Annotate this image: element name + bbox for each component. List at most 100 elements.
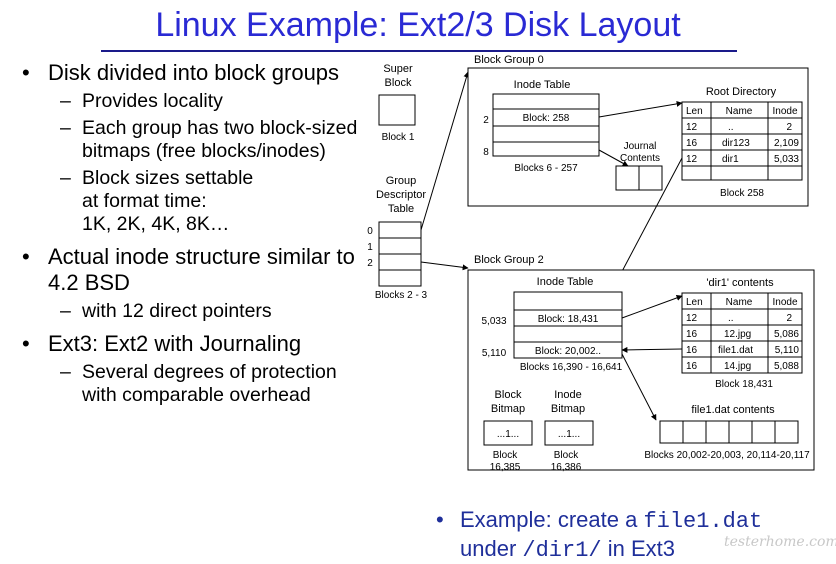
group2-entry-18431: Block: 18,431	[538, 314, 599, 325]
group0-row2-label: 2	[483, 115, 489, 126]
group2-label-5033: 5,033	[481, 316, 506, 327]
example-dir: /dir1/	[522, 538, 602, 563]
root-hdr-inode: Inode	[772, 106, 797, 117]
sub-bullet-bitmaps: Each group has two block-sized bitmaps (…	[20, 117, 380, 163]
group2-entry-20002: Block: 20,002..	[535, 346, 601, 357]
blocks-2-3-label: Blocks 2 - 3	[375, 290, 428, 301]
block-sizes-line3: 1K, 2K, 4K, 8K…	[82, 213, 230, 235]
root-r3-name: dir1	[722, 154, 739, 165]
super-block-box	[378, 94, 416, 126]
group2-blocks-range: Blocks 16,390 - 16,641	[520, 362, 623, 373]
inode-bitmap-value: ...1...	[558, 429, 580, 440]
dir1-r2-name: 12.jpg	[724, 329, 751, 340]
root-r3-len: 12	[686, 154, 698, 165]
arrow-inode5033-to-dir1	[621, 295, 683, 319]
bullet-block-groups: Disk divided into block groups	[20, 60, 380, 86]
dir1-r2-len: 16	[686, 329, 698, 340]
dir1-r3-name: file1.dat	[718, 345, 753, 356]
dir1-r4-inode: 5,088	[774, 361, 799, 372]
arrow-to-journal	[598, 149, 629, 167]
example-bullet: • Example: create a file1.dat under /dir…	[436, 507, 763, 563]
arrow-inode5110-to-contents	[621, 353, 657, 421]
group0-inode-table-label: Inode Table	[514, 79, 571, 91]
root-block-caption: Block 258	[720, 188, 764, 199]
root-r2-len: 16	[686, 138, 698, 149]
dir1-r3-len: 16	[686, 345, 698, 356]
block-16385-label-1: Block	[493, 450, 518, 461]
dir1-r1-inode: 2	[786, 313, 792, 324]
block-bitmap-label-2: Bitmap	[491, 403, 525, 415]
file-blocks-label: Blocks 20,002-20,003, 20,114-20,117	[644, 450, 810, 461]
super-block-label-2: Block	[385, 77, 412, 89]
root-hdr-len: Len	[686, 106, 703, 117]
sub-bullet-block-sizes: Block sizes settable at format time: 1K,…	[20, 167, 380, 236]
block-sizes-line1: Block sizes settable	[82, 167, 254, 189]
block-sizes-line2: at format time:	[82, 190, 207, 212]
dir1-block-caption: Block 18,431	[715, 379, 773, 390]
arrow-inode2-to-root	[598, 100, 683, 118]
group0-row8-label: 8	[483, 147, 489, 158]
dir1-r1-len: 12	[686, 313, 698, 324]
journal-label-1: Journal	[624, 141, 657, 152]
gdt-label-2: Descriptor	[376, 189, 426, 201]
block-bitmap-value: ...1...	[497, 429, 519, 440]
inode-bitmap-label-1: Inode	[554, 389, 582, 401]
root-r2-name: dir123	[722, 138, 750, 149]
inode-bitmap-box	[544, 420, 594, 446]
dir1-r3-inode: 5,110	[775, 345, 800, 356]
group0-title: Block Group 0	[474, 54, 544, 66]
dir1-hdr-name: Name	[726, 297, 753, 308]
dir1-hdr-inode: Inode	[772, 297, 797, 308]
dir1-hdr-len: Len	[686, 297, 703, 308]
root-r2-inode: 2,109	[774, 138, 799, 149]
example-under: under	[460, 536, 523, 561]
gdt-label-1: Group	[386, 175, 417, 187]
dir1-r2-inode: 5,086	[774, 329, 799, 340]
gdt-label-3: Table	[388, 203, 414, 215]
root-hdr-name: Name	[726, 106, 753, 117]
arrow-gdt-to-group0	[420, 71, 470, 231]
file-contents-label: file1.dat contents	[691, 404, 775, 416]
block1-label: Block 1	[382, 132, 415, 143]
gdt-row-0: 0	[367, 226, 373, 237]
group2-title: Block Group 2	[474, 254, 544, 266]
bullet-list: Disk divided into block groups Provides …	[20, 58, 380, 407]
title-underline	[101, 50, 737, 52]
root-r1-len: 12	[686, 122, 698, 133]
block-16386-label-2: 16,386	[551, 462, 582, 473]
arrow-file1-to-inode5110	[621, 346, 683, 353]
root-dir-table	[681, 101, 803, 181]
block-16386-label-1: Block	[554, 450, 579, 461]
dir1-r4-len: 16	[686, 361, 698, 372]
root-dir-label: Root Directory	[706, 86, 777, 98]
group0-inode-table	[492, 93, 600, 157]
bullet-inode-structure: Actual inode structure similar to 4.2 BS…	[20, 244, 380, 296]
arrow-gdt-to-group2	[420, 261, 469, 271]
block-16385-label-2: 16,385	[490, 462, 521, 473]
gdt-row-2: 2	[367, 258, 373, 269]
example-prefix: Example: create a	[460, 507, 644, 532]
sub-bullet-locality: Provides locality	[20, 90, 380, 113]
group0-block258-entry: Block: 258	[523, 113, 570, 124]
super-block-label-1: Super	[383, 63, 413, 75]
bullet-ext3: Ext3: Ext2 with Journaling	[20, 331, 380, 357]
dir1-r1-name: ..	[728, 313, 734, 324]
sub-bullet-direct-pointers: with 12 direct pointers	[20, 300, 380, 323]
dir1-contents-label: 'dir1' contents	[706, 277, 774, 289]
example-file: file1.dat	[643, 509, 763, 534]
group2-label-5110: 5,110	[482, 348, 507, 359]
example-ext3: in Ext3	[601, 536, 675, 561]
inode-bitmap-label-2: Bitmap	[551, 403, 585, 415]
root-r1-inode: 2	[786, 122, 792, 133]
dir1-table	[681, 292, 803, 374]
watermark: testerhome.com	[724, 534, 836, 550]
group2-inode-table-label: Inode Table	[537, 276, 594, 288]
slide-title: Linux Example: Ext2/3 Disk Layout	[155, 6, 681, 44]
root-r1-name: ..	[728, 122, 734, 133]
dir1-r4-name: 14.jpg	[724, 361, 751, 372]
block-bitmap-label-1: Block	[495, 389, 522, 401]
block-bitmap-box	[483, 420, 533, 446]
group2-inode-table	[513, 291, 623, 359]
root-r3-inode: 5,033	[774, 154, 799, 165]
